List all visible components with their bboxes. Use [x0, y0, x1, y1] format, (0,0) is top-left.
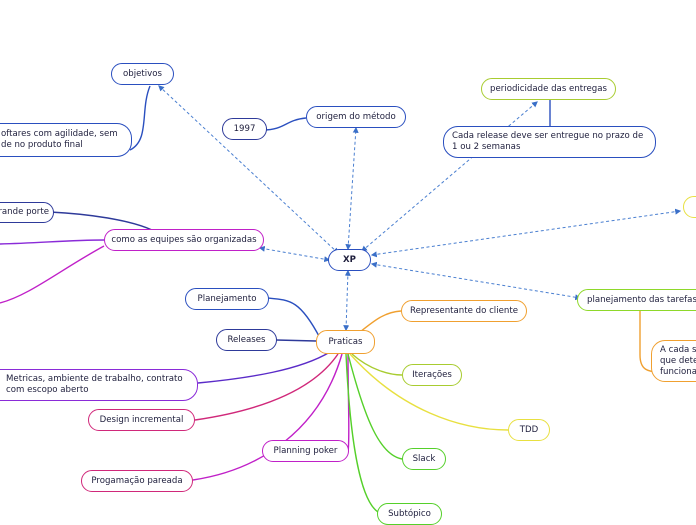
equipes-node[interactable]: como as equipes são organizadas	[104, 229, 264, 251]
relationship-arrows	[158, 85, 682, 332]
arrow-yellow-node	[370, 208, 682, 258]
periodicidade-detail-node[interactable]: Cada release deve ser entregue no prazo …	[443, 126, 656, 158]
planejamento-node[interactable]: Planejamento	[185, 288, 269, 310]
arrow-planejamento-tarefas	[370, 261, 582, 301]
planejamento-tarefas-detail-node[interactable]: A cada se que dete funciona	[651, 340, 696, 382]
design-incremental-node[interactable]: Design incremental	[88, 409, 195, 431]
objetivos-detail-text: oftares com agilidade, sem de no produto…	[1, 129, 118, 150]
praticas-node[interactable]: Praticas	[316, 330, 375, 354]
planning-poker-node[interactable]: Planning poker	[262, 440, 349, 462]
programacao-pareada-node[interactable]: Progamação pareada	[81, 470, 193, 492]
arrow-origem	[345, 126, 359, 251]
periodicidade-node[interactable]: periodicidade das entregas	[481, 78, 616, 100]
arrow-praticas	[343, 269, 351, 332]
arrow-objetivos	[158, 85, 339, 254]
releases-node[interactable]: Releases	[216, 329, 277, 351]
arrow-equipes	[258, 245, 331, 263]
year-1997-node[interactable]: 1997	[222, 118, 267, 140]
objetivos-detail-node[interactable]: oftares com agilidade, sem de no produto…	[0, 123, 132, 157]
planejamento-tarefas-node[interactable]: planejamento das tarefas	[577, 289, 696, 311]
origem-node[interactable]: origem do método	[306, 106, 406, 128]
tdd-node[interactable]: TDD	[508, 419, 550, 441]
objetivos-node[interactable]: objetivos	[111, 63, 174, 85]
subtopico-node[interactable]: Subtópico	[377, 503, 442, 525]
iteracoes-node[interactable]: Iterações	[402, 364, 462, 386]
representante-cliente-node[interactable]: Representante do cliente	[401, 300, 527, 322]
metricas-node[interactable]: Metricas, ambiente de trabalho, contrato…	[0, 369, 198, 401]
xp-root-node[interactable]: XP	[328, 249, 371, 271]
slack-node[interactable]: Slack	[402, 448, 446, 470]
equipes-detail-node[interactable]: rande porte	[0, 202, 54, 223]
